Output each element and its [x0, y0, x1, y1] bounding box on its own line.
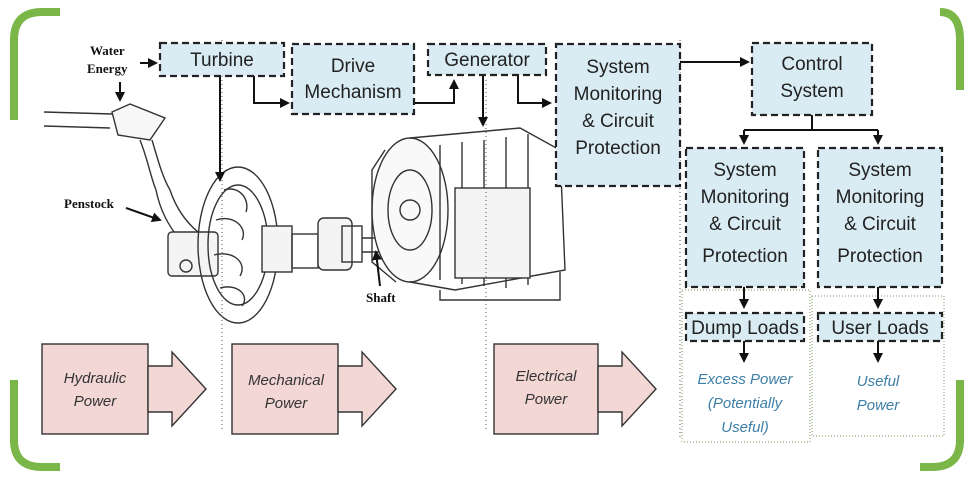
- smcp-right-label-1: System: [848, 160, 911, 181]
- frame-corners: [10, 8, 964, 471]
- excess-power-label-3: Useful): [721, 419, 769, 436]
- control-system-box: [750, 41, 874, 117]
- dump-loads-label: Dump Loads: [691, 318, 799, 339]
- drive-mechanism-label-1: Drive: [331, 56, 375, 77]
- drive-mechanism-box: [290, 42, 416, 116]
- smcp-right-label-3: & Circuit: [844, 214, 917, 235]
- user-loads-box: [816, 311, 944, 343]
- arrow-turbine-to-drive: [253, 76, 290, 108]
- water-energy-label-2: Energy: [87, 61, 128, 76]
- smcp-right-label-2: Monitoring: [836, 187, 925, 208]
- smcp-main-label-2: Monitoring: [574, 84, 663, 105]
- arrow-generator-to-monitoring: [517, 75, 552, 108]
- mechanical-power-label-1: Mechanical: [248, 372, 325, 389]
- system-monitoring-main-box: [554, 42, 682, 188]
- power-stage-arrows: [41, 343, 657, 435]
- user-loads-label: User Loads: [831, 318, 928, 339]
- frame-corner-top-left: [10, 8, 60, 120]
- frame-corner-top-right: [939, 8, 964, 90]
- frame-corner-bottom-right: [920, 380, 964, 471]
- electrical-power-arrowhead: [597, 350, 657, 428]
- hydraulic-power-block: [41, 343, 149, 435]
- electrical-power-label-1: Electrical: [516, 368, 578, 385]
- smcp-main-label-1: System: [586, 57, 649, 78]
- hydro-machinery-illustration: [43, 103, 566, 324]
- smcp-left-label-2: Monitoring: [701, 187, 790, 208]
- mechanical-power-arrowhead: [337, 350, 397, 428]
- stage-separators: [221, 40, 681, 440]
- control-system-label-1: Control: [781, 54, 842, 75]
- smcp-left-label-3: & Circuit: [709, 214, 782, 235]
- box-labels: Turbine Drive Mechanism Generator System…: [190, 50, 928, 339]
- electrical-power-label-2: Power: [525, 391, 569, 408]
- smcp-left-label-1: System: [713, 160, 776, 181]
- shaft-label: Shaft: [366, 290, 396, 305]
- arrow-drive-to-generator: [414, 79, 459, 104]
- excess-power-label-1: Excess Power: [697, 371, 793, 388]
- water-energy-label-1: Water: [90, 43, 125, 58]
- smcp-left-label-4: Protection: [702, 246, 788, 267]
- mechanical-power-label-2: Power: [265, 395, 309, 412]
- system-monitoring-left-box: [684, 146, 806, 289]
- smcp-main-label-3: & Circuit: [582, 111, 655, 132]
- power-stage-labels: Hydraulic Power Mechanical Power Electri…: [64, 368, 577, 412]
- smcp-main-label-4: Protection: [575, 138, 661, 159]
- smcp-right-label-4: Protection: [837, 246, 923, 267]
- arrow-shaft-pointer: [371, 250, 382, 287]
- arrow-penstock-pointer: [125, 207, 162, 223]
- turbine-label: Turbine: [190, 50, 254, 71]
- electrical-power-block: [493, 343, 599, 435]
- callout-labels: Water Energy Penstock Shaft: [64, 43, 396, 305]
- connector-arrows: [115, 57, 883, 363]
- hydraulic-power-label-1: Hydraulic: [64, 370, 127, 387]
- output-labels: Excess Power (Potentially Useful) Useful…: [697, 371, 900, 436]
- hydraulic-power-label-2: Power: [74, 393, 118, 410]
- system-monitoring-right-box: [816, 146, 944, 289]
- arrow-control-split: [744, 115, 878, 131]
- useful-power-label-2: Power: [857, 397, 901, 414]
- component-boxes: [158, 41, 944, 343]
- generator-box: [426, 42, 548, 77]
- useful-power-label-1: Useful: [857, 373, 900, 390]
- dump-loads-box: [684, 311, 806, 343]
- mechanical-power-block: [231, 343, 339, 435]
- penstock-label: Penstock: [64, 196, 115, 211]
- frame-corner-bottom-left: [10, 380, 60, 471]
- excess-power-label-2: (Potentially: [708, 395, 784, 412]
- hydraulic-power-arrowhead: [147, 350, 207, 428]
- turbine-box: [158, 41, 286, 78]
- control-system-label-2: System: [780, 81, 843, 102]
- generator-label: Generator: [444, 50, 530, 71]
- drive-mechanism-label-2: Mechanism: [304, 82, 401, 103]
